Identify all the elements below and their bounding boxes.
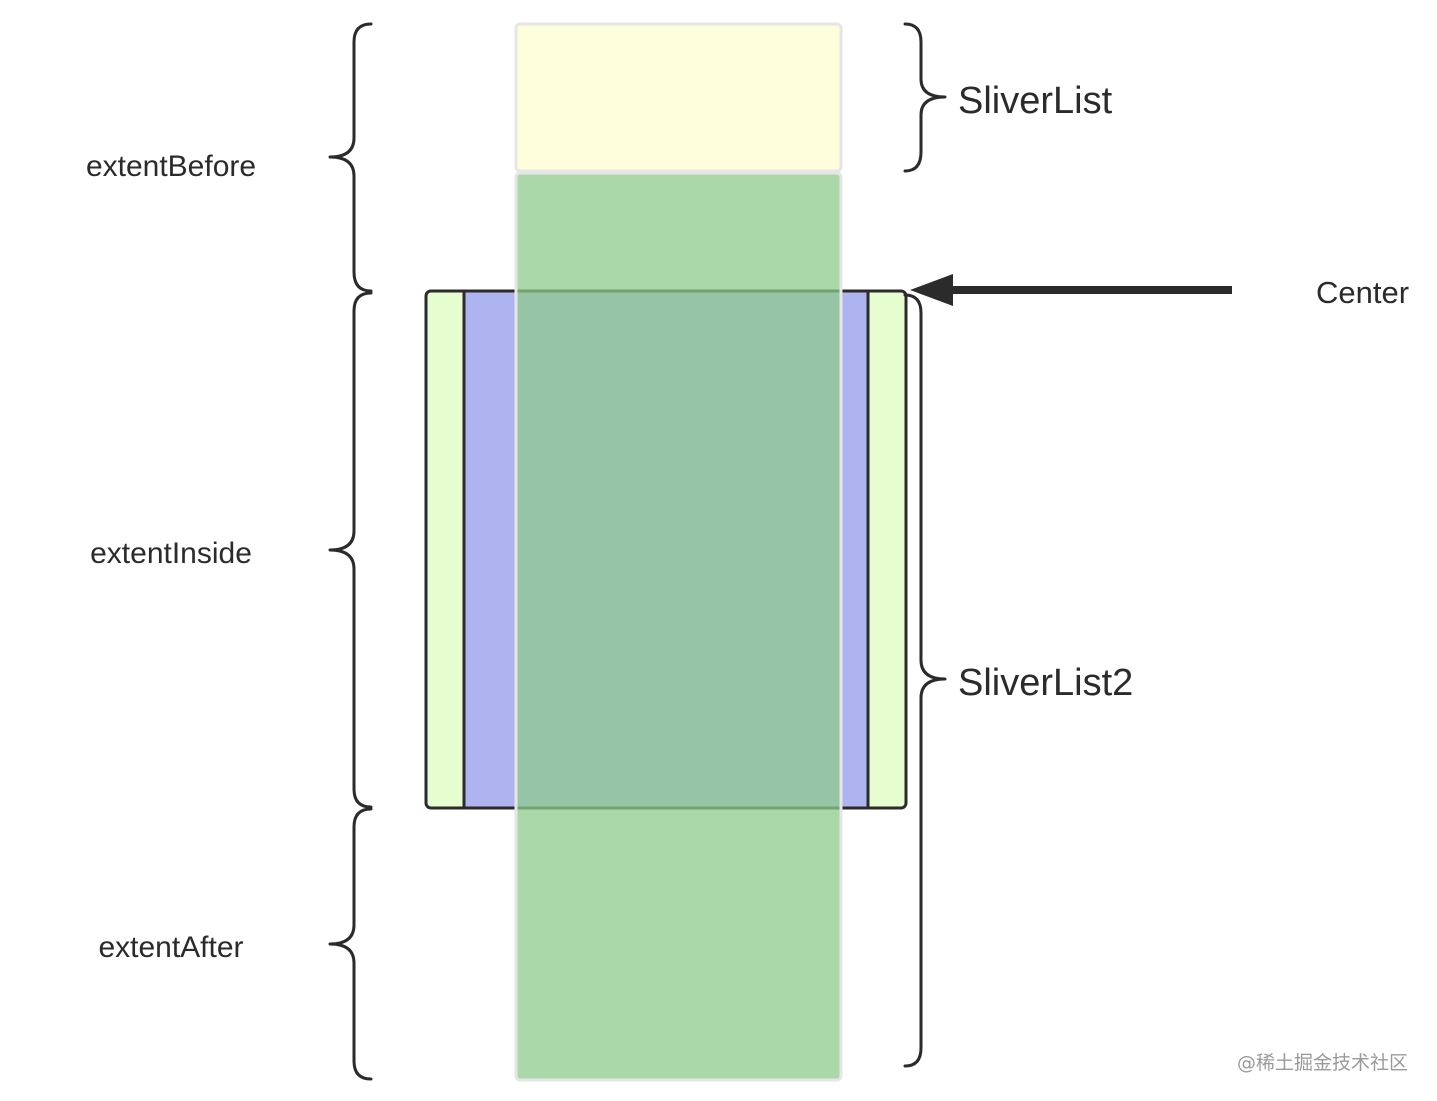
center-label: Center xyxy=(1316,275,1409,310)
extent-before-label: extentBefore xyxy=(86,150,256,183)
sliver-list-label: SliverList xyxy=(958,80,1113,122)
sliver-list-block xyxy=(514,22,843,173)
sliver-list-brace xyxy=(903,22,947,173)
sliver-list-2-block xyxy=(514,171,843,1082)
extent-inside-brace xyxy=(328,291,373,809)
sliver-list-2-label: SliverList2 xyxy=(958,662,1133,704)
extent-after-brace xyxy=(328,807,373,1081)
watermark-text: @稀土掘金技术社区 xyxy=(1237,1052,1408,1074)
extent-before-brace xyxy=(328,22,373,293)
extent-inside-label: extentInside xyxy=(90,537,252,570)
extent-after-label: extentAfter xyxy=(98,931,243,964)
center-arrow-head xyxy=(910,274,953,306)
sliver-list-2-brace xyxy=(903,293,947,1068)
